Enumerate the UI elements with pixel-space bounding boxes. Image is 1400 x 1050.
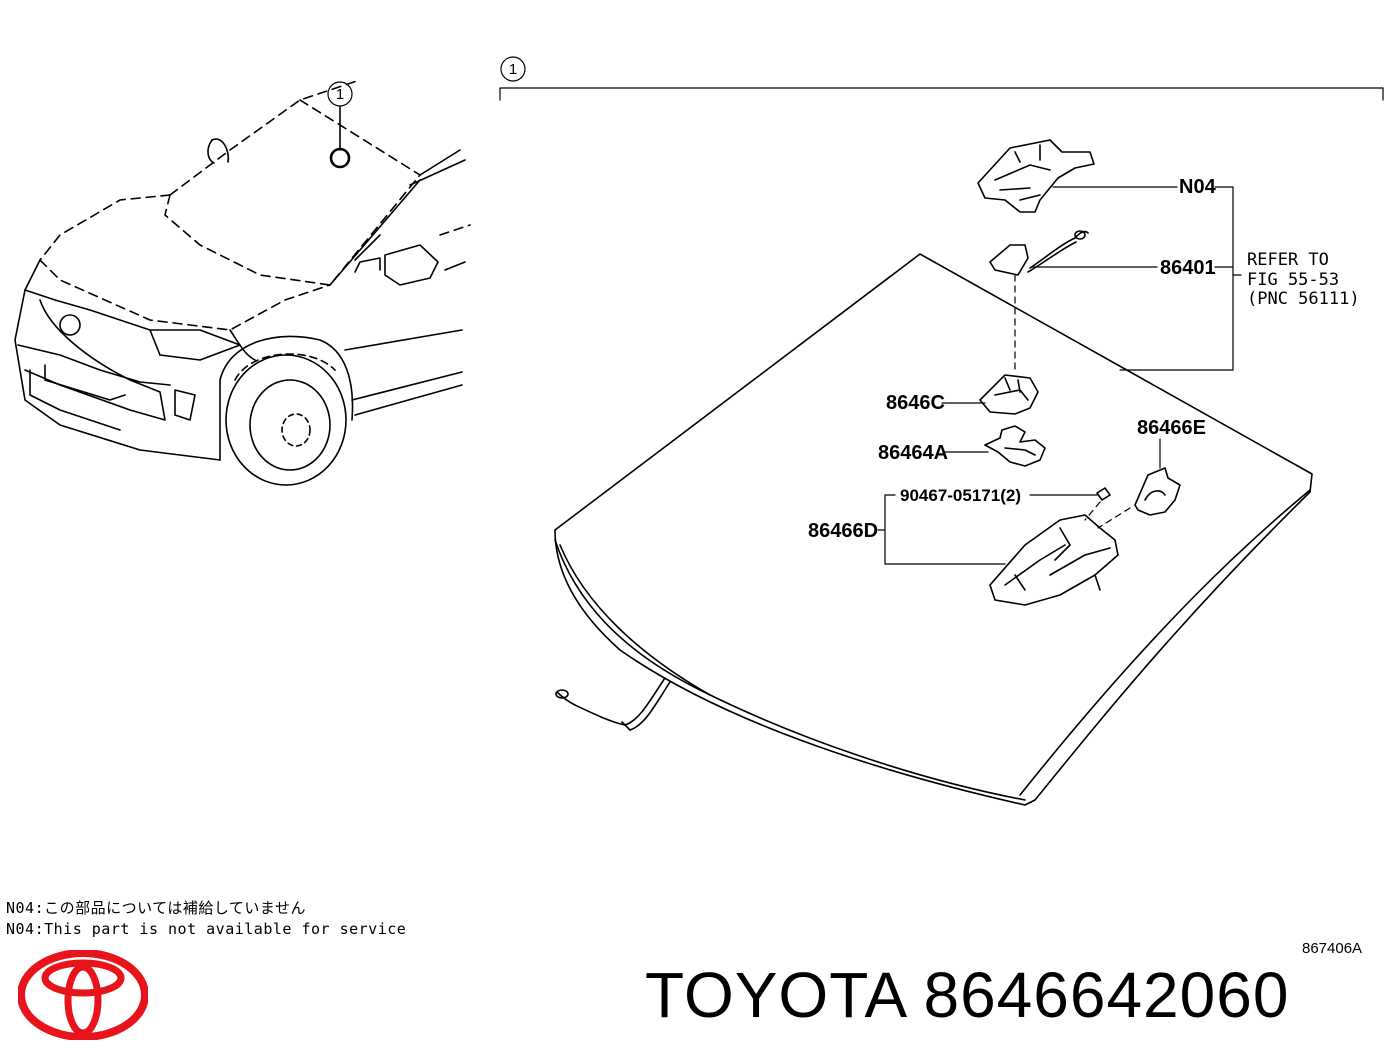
- part-label-n04: N04: [1179, 176, 1217, 198]
- refer-line-2: FIG 55-53: [1247, 270, 1339, 290]
- cover-8646c-shape: [979, 374, 1039, 415]
- footer-part-title: TOYOTA 8646642060: [645, 959, 1290, 1031]
- vehicle-illustration: [14, 79, 471, 486]
- windshield-glass: [554, 253, 1313, 806]
- callout-number-vehicle: 1: [336, 86, 344, 103]
- clip-86464a-shape: [984, 425, 1046, 467]
- refer-line-3: (PNC 56111): [1247, 289, 1360, 309]
- part-label-86401: 86401: [1160, 257, 1216, 279]
- note-japanese: N04:この部品については補給していません: [6, 899, 306, 917]
- part-label-86466e: 86466E: [1137, 417, 1206, 439]
- cover-86466e-shape: [1134, 467, 1181, 516]
- note-english: N04:This part is not available for servi…: [6, 920, 407, 938]
- sensor-86401-shape: [989, 230, 1089, 276]
- part-label-86464a: 86464A: [878, 442, 948, 464]
- clip-90467-shape: [1096, 487, 1111, 501]
- part-label-90467: 90467-05171(2): [900, 486, 1021, 505]
- bracket-n04-shape: [977, 139, 1095, 213]
- part-label-8646c: 8646C: [886, 392, 945, 414]
- figure-code: 867406A: [1302, 940, 1363, 957]
- callout-number-group: 1: [509, 61, 517, 78]
- cover-86466d-shape: [989, 514, 1119, 606]
- part-label-86466d: 86466D: [808, 520, 878, 542]
- refer-line-1: REFER TO: [1247, 250, 1329, 270]
- toyota-logo: [18, 950, 148, 1040]
- group-bracket: [499, 56, 1384, 101]
